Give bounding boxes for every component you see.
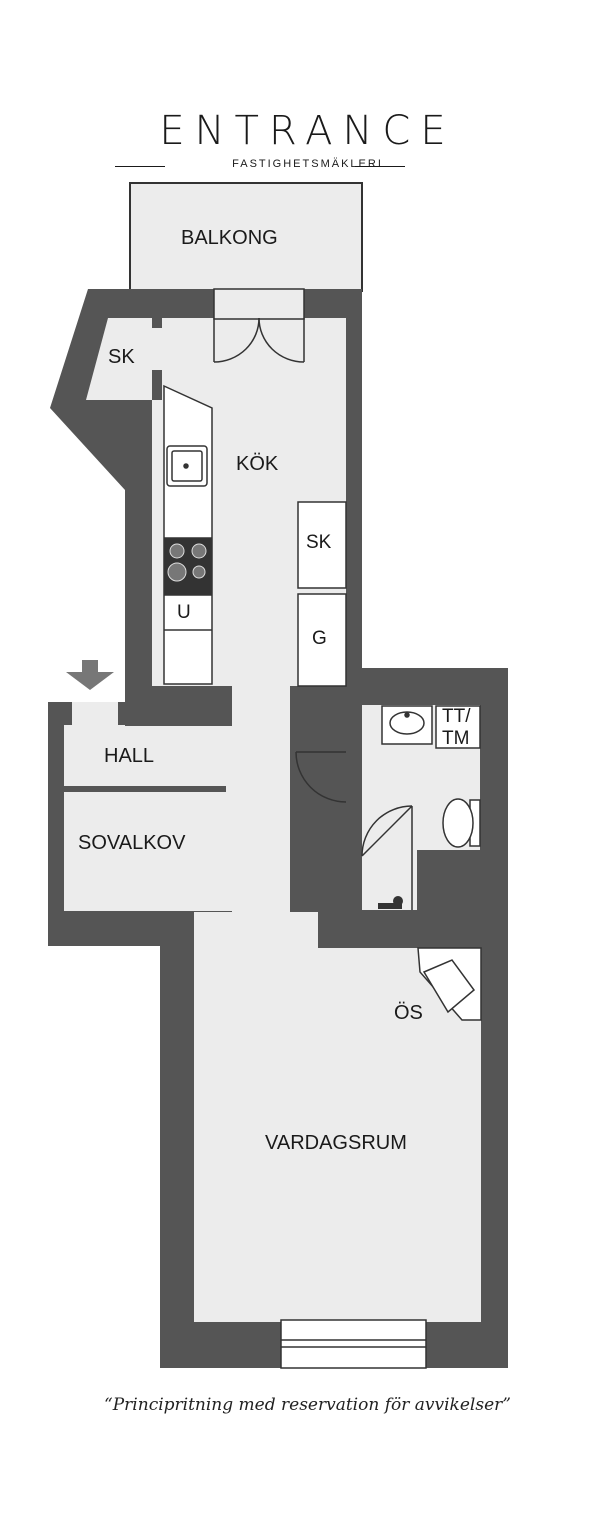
brand-tagline: FASTIGHETSMÄKLERI: [232, 158, 383, 170]
room-label-hall: HALL: [104, 745, 155, 767]
room-label-tm: TM: [442, 728, 470, 749]
entrance-arrow-icon: [66, 660, 114, 690]
balcony-area: [129, 182, 363, 292]
room-label-sk-kitchen: SK: [306, 532, 332, 553]
room-label-g: G: [312, 628, 327, 649]
room-label-sk-top: SK: [108, 346, 135, 368]
washbasin-icon: [381, 705, 433, 745]
room-label-os: ÖS: [394, 1002, 423, 1024]
fireplace-icon: [417, 947, 482, 1021]
logo-rule-left: [115, 166, 165, 167]
room-label-sovalkov: SOVALKOV: [78, 832, 186, 854]
disclaimer-text: “Principritning med reservation för avvi…: [104, 1395, 511, 1415]
kitchen-cabinets: [297, 501, 347, 687]
room-label-vardagsrum: VARDAGSRUM: [265, 1132, 407, 1154]
sink-icon: [166, 445, 208, 487]
door-swing-icon: [295, 751, 413, 910]
washer-box: [435, 705, 481, 749]
logo-rule-right: [355, 166, 405, 167]
room-label-tt: TT/: [442, 706, 471, 727]
room-label-u: U: [177, 602, 191, 623]
toilet-icon: [442, 798, 481, 848]
kitchen-counter: [163, 384, 213, 685]
window-icon: [280, 1319, 427, 1369]
balcony-doors: [213, 288, 305, 363]
room-label-balkong: BALKONG: [181, 227, 278, 249]
stove-icon: [164, 538, 212, 595]
room-label-kok: KÖK: [236, 453, 279, 475]
interior-walls: [64, 318, 508, 948]
brand-logo: ENTRANCE: [159, 108, 456, 154]
tap-icon: [378, 896, 403, 909]
